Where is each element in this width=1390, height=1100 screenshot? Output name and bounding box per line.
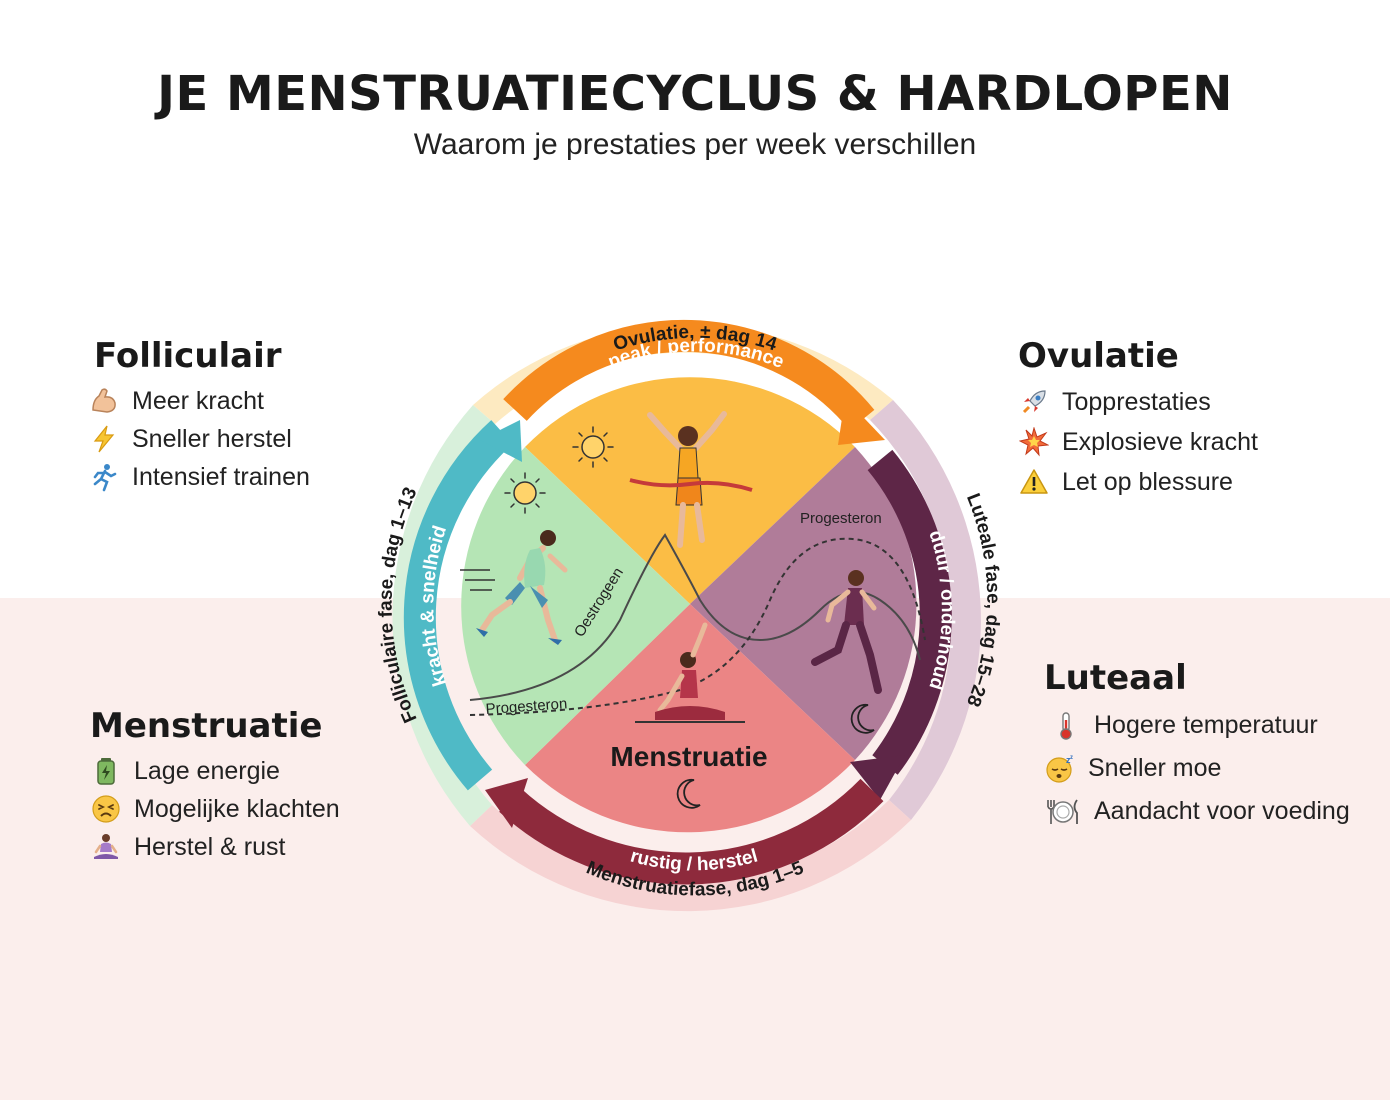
- meditation-icon: [90, 831, 122, 863]
- panel-menstruation: Menstruatie Lage energie Mogelijke klach…: [90, 706, 340, 866]
- moon-icon: [676, 778, 701, 809]
- list-item: Intensief trainen: [88, 458, 310, 496]
- panel-ovulation: Ovulatie Topprestaties Explosieve kracht…: [1018, 336, 1258, 502]
- list-item: Topprestaties: [1018, 382, 1258, 422]
- panel-follicular: Folliculair Meer kracht Sneller herstel …: [92, 336, 310, 496]
- hormone-curves: [469, 533, 926, 716]
- progesterone-curve: [469, 537, 926, 716]
- phase-arrows: [403, 319, 952, 885]
- quadrant-follicular: [461, 447, 690, 765]
- list-item: Hogere temperatuur: [1050, 704, 1350, 747]
- list-item: Mogelijke klachten: [90, 790, 340, 828]
- sun-icon: [504, 472, 546, 514]
- arrow-luteal: [867, 449, 952, 775]
- arrow-ovulation: [503, 319, 875, 431]
- panel-ovulation-title: Ovulatie: [1018, 336, 1179, 376]
- thermometer-icon: [1050, 710, 1082, 742]
- panel-menstruation-title: Menstruatie: [90, 706, 323, 746]
- ring-menstrual: [470, 800, 911, 912]
- arrow-follicular: [403, 420, 513, 791]
- quadrant-luteal: [690, 447, 917, 760]
- panel-luteal-title: Luteaal: [1044, 658, 1187, 698]
- runner-icon: [88, 461, 120, 493]
- list-item: Let op blessure: [1018, 462, 1258, 502]
- estrogen-curve: [469, 533, 921, 701]
- flexed-biceps-icon: [88, 385, 120, 417]
- list-item: Sneller herstel: [88, 420, 310, 458]
- warning-icon: [1018, 466, 1050, 498]
- finish-line-runner-figure: [629, 411, 753, 548]
- list-item: Explosieve kracht: [1018, 422, 1258, 462]
- ring-luteal: [870, 400, 981, 820]
- low-battery-icon: [90, 755, 122, 787]
- list-item: Herstel & rust: [90, 828, 340, 866]
- svg-text:z: z: [1070, 755, 1073, 761]
- list-item: Meer kracht: [88, 382, 310, 420]
- page-title: JE MENSTRUATIECYCLUS & HARDLOPEN: [157, 66, 1233, 122]
- list-item: Lage energie: [90, 752, 340, 790]
- arrow-menstrual: [499, 778, 884, 885]
- progesterone-label-top: Progesteron: [800, 510, 882, 527]
- runner-luteal-figure: [811, 570, 882, 694]
- svg-text:z: z: [1066, 755, 1071, 765]
- center-label-menstruation: Menstruatie: [610, 741, 767, 772]
- panel-follicular-title: Folliculair: [94, 336, 282, 376]
- progesterone-label-bottom: Progesteron: [485, 695, 568, 718]
- tired-face-icon: [90, 793, 122, 825]
- sun-icon: [572, 426, 614, 468]
- explosion-icon: [1018, 426, 1050, 458]
- lightning-icon: [88, 423, 120, 455]
- plate-cutlery-icon: [1044, 796, 1082, 828]
- rocket-icon: [1018, 386, 1050, 418]
- yoga-figure: [635, 622, 745, 723]
- moon-icon: [850, 703, 875, 734]
- ring-follicular: [392, 405, 495, 826]
- list-item: Aandacht voor voeding: [1044, 790, 1350, 833]
- runner-follicular-figure: [460, 530, 568, 645]
- page-subtitle: Waarom je prestaties per week verschille…: [413, 128, 977, 161]
